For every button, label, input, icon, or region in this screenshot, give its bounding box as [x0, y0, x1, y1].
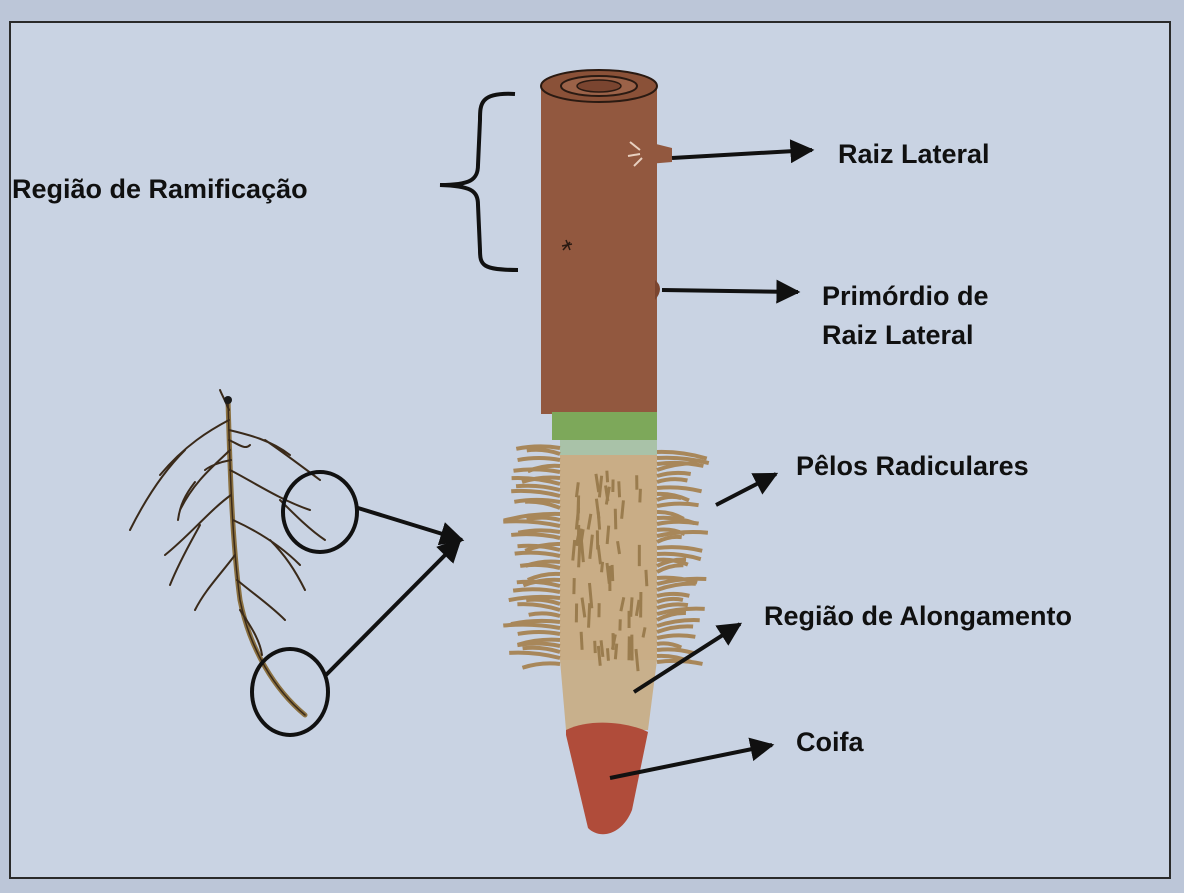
root-elongation-zone [560, 660, 657, 730]
arrow-primordium [662, 290, 798, 292]
root-hair-inner [640, 489, 641, 503]
label-root-hairs: Pêlos Radiculares [796, 449, 1029, 483]
root-hair-inner [615, 644, 616, 660]
root-hair-inner [601, 640, 603, 657]
root-hair-inner [576, 482, 578, 497]
label-root-cap: Coifa [796, 725, 864, 759]
root-hair-inner [643, 627, 645, 637]
root-pale-band [560, 440, 657, 456]
root-upper-section [541, 84, 657, 414]
root-hair-inner [618, 541, 620, 554]
taproot-top-dot [224, 396, 232, 404]
label-primordium-line1: Primórdio de [822, 279, 989, 313]
root-hair [518, 458, 560, 460]
root-hair-inner [595, 641, 596, 653]
root-hair-inner [631, 597, 632, 616]
root-hair-inner [612, 565, 613, 581]
label-elongation-region: Região de Alongamento [764, 599, 1072, 633]
root-hair-inner [636, 649, 638, 671]
root-hair [518, 632, 560, 634]
root-hair-inner [589, 603, 590, 628]
root-hair-inner [579, 544, 580, 567]
root-hair [657, 522, 699, 524]
root-hair-inner [607, 648, 608, 660]
root-hair-inner [622, 500, 624, 518]
root-hair-inner [607, 526, 609, 544]
root-cross-section-inner [577, 80, 621, 92]
root-hair [657, 594, 689, 596]
root-growth-band [552, 412, 657, 440]
label-lateral-root: Raiz Lateral [838, 137, 990, 171]
root-hair-inner [578, 495, 579, 520]
root-hair-inner [607, 471, 608, 483]
root-hair-inner [598, 646, 600, 666]
root-hair-inner [581, 632, 582, 650]
root-hair-inner [619, 481, 620, 497]
root-hair-inner [646, 570, 647, 586]
label-branching-region: Região de Ramificação [12, 172, 308, 206]
label-primordium-line2: Raiz Lateral [822, 318, 974, 352]
root-hair-inner [615, 509, 616, 530]
root-hair-inner [573, 540, 575, 561]
root-hair-inner [602, 562, 603, 572]
